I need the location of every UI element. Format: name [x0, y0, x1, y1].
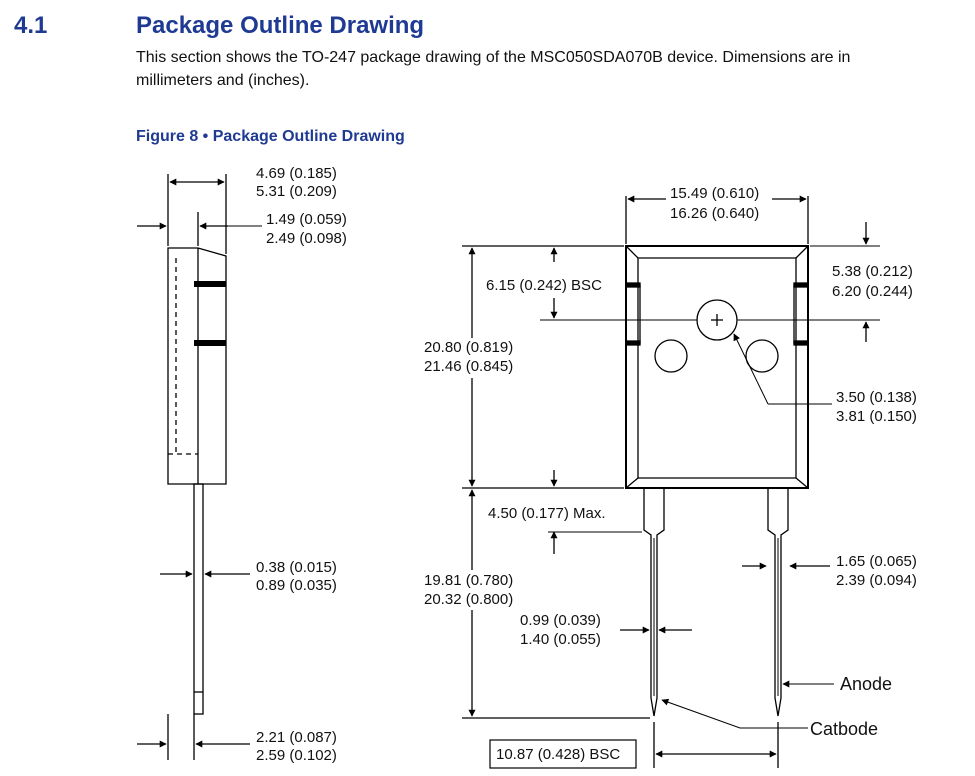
side-body-outline — [167, 247, 227, 485]
dim-label: 10.87 (0.428) BSC — [496, 746, 620, 763]
lead-cathode — [643, 488, 665, 717]
front-bevel — [795, 245, 809, 259]
front-notch-right-cap — [793, 282, 809, 288]
dim-label: 2.59 (0.102) — [256, 747, 337, 764]
dim-label: 19.81 (0.780) — [424, 572, 513, 589]
dim-label: 2.39 (0.094) — [836, 572, 917, 589]
dim-label: 1.49 (0.059) — [266, 211, 347, 228]
dim-label: 3.81 (0.150) — [836, 408, 917, 425]
dim-label: 21.46 (0.845) — [424, 358, 513, 375]
dim-label: 6.15 (0.242) BSC — [486, 277, 602, 294]
dim-label: 20.80 (0.819) — [424, 339, 513, 356]
dim-label: 0.38 (0.015) — [256, 559, 337, 576]
side-view-labels: 4.69 (0.185) 5.31 (0.209) 1.49 (0.059) 2… — [256, 165, 347, 764]
dim-label: 20.32 (0.800) — [424, 591, 513, 608]
front-notch-left-cap — [625, 282, 641, 288]
dim-label: 3.50 (0.138) — [836, 389, 917, 406]
dim-label: 2.21 (0.087) — [256, 729, 337, 746]
front-view-labels: 15.49 (0.610) 16.26 (0.640) 6.15 (0.242)… — [424, 185, 917, 763]
dim-label: 6.20 (0.244) — [832, 283, 913, 300]
section-intro: This section shows the TO-247 package dr… — [136, 46, 975, 92]
dim-label: 4.50 (0.177) Max. — [488, 505, 606, 522]
ejector-mark-right — [745, 339, 779, 373]
dim-label: 4.69 (0.185) — [256, 165, 337, 182]
dim-label: 16.26 (0.640) — [670, 205, 759, 222]
front-notch-right-cap — [793, 340, 809, 346]
figure-caption: Figure 8 • Package Outline Drawing — [136, 128, 405, 145]
leader-line — [733, 333, 769, 405]
side-lead — [193, 483, 204, 715]
dim-label: 5.38 (0.212) — [832, 263, 913, 280]
lead-anode — [767, 488, 789, 717]
front-bevel — [625, 245, 639, 259]
intro-line-2: millimeters and (inches). — [136, 72, 310, 89]
front-bevel — [795, 477, 809, 489]
dim-label: 2.49 (0.098) — [266, 230, 347, 247]
front-body-outline — [625, 245, 809, 489]
side-notch-top — [194, 281, 226, 287]
section-number: 4.1 — [14, 12, 48, 39]
front-notch-left-cap — [625, 340, 641, 346]
ejector-mark-left — [654, 339, 688, 373]
anode-label: Anode — [840, 674, 892, 694]
section-title: Package Outline Drawing — [136, 12, 425, 39]
dim-label: 0.99 (0.039) — [520, 612, 601, 629]
bsc-box — [489, 739, 637, 769]
cathode-label: Catbode — [810, 719, 878, 739]
dim-label: 1.40 (0.055) — [520, 631, 601, 648]
dim-label: 5.31 (0.209) — [256, 183, 337, 200]
side-view — [137, 174, 262, 760]
front-bevel — [625, 477, 639, 489]
dim-label: 0.89 (0.035) — [256, 577, 337, 594]
intro-line-1: This section shows the TO-247 package dr… — [136, 49, 851, 66]
side-notch-bottom — [194, 340, 226, 346]
dim-label: 1.65 (0.065) — [836, 553, 917, 570]
cathode-leader — [661, 698, 808, 729]
front-view — [462, 195, 880, 769]
dim-label: 15.49 (0.610) — [670, 185, 759, 202]
